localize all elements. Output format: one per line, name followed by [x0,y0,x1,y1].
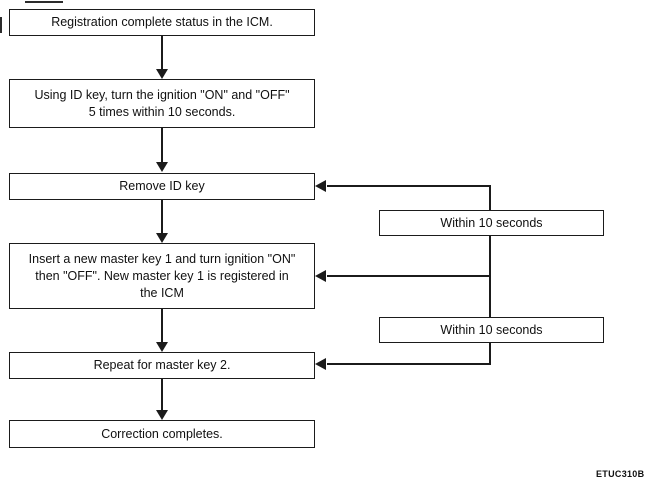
flow-box-repeat-master-key-2: Repeat for master key 2. [9,352,315,379]
flow-box-within-10-seconds-2: Within 10 seconds [379,317,604,343]
flow-line-step3-step4 [161,200,163,233]
flow-box-registration-complete: Registration complete status in the ICM. [9,9,315,36]
left-arrowhead-icon [315,358,326,370]
down-arrowhead-icon [156,410,168,420]
left-arrowhead-icon [315,180,326,192]
connector-branch-to-remove-key [327,185,491,187]
flow-box-ignition-on-off: Using ID key, turn the ignition "ON" and… [9,79,315,128]
flow-box-text: Registration complete status in the ICM. [51,15,273,29]
flow-box-text: Remove ID key [119,179,205,193]
scan-artifact-top-line [25,1,63,3]
flow-box-text: Using ID key, turn the ignition "ON" and… [34,87,290,119]
flow-box-text: Repeat for master key 2. [93,358,231,372]
down-arrowhead-icon [156,69,168,79]
flow-box-within-10-seconds-1: Within 10 seconds [379,210,604,236]
down-arrowhead-icon [156,342,168,352]
flow-line-step1-step2 [161,35,163,69]
connector-branch-to-repeat-key2 [327,363,491,365]
flow-line-step4-step5 [161,309,163,342]
connector-branch-to-insert-key [327,275,491,277]
flow-box-text: Within 10 seconds [440,215,543,230]
flow-box-insert-master-key-1: Insert a new master key 1 and turn ignit… [9,243,315,309]
flow-box-text: Insert a new master key 1 and turn ignit… [28,251,296,300]
down-arrowhead-icon [156,233,168,243]
left-arrowhead-icon [315,270,326,282]
flow-box-text: Correction completes. [101,426,223,441]
flow-line-step5-step6 [161,379,163,410]
flow-box-correction-completes: Correction completes. [9,420,315,448]
scan-artifact-left-line [0,17,2,33]
flow-box-text: Within 10 seconds [440,322,543,337]
flow-box-remove-id-key: Remove ID key [9,173,315,200]
figure-code-label: ETUC310B [596,469,645,479]
down-arrowhead-icon [156,162,168,172]
flow-line-step2-step3 [161,128,163,162]
